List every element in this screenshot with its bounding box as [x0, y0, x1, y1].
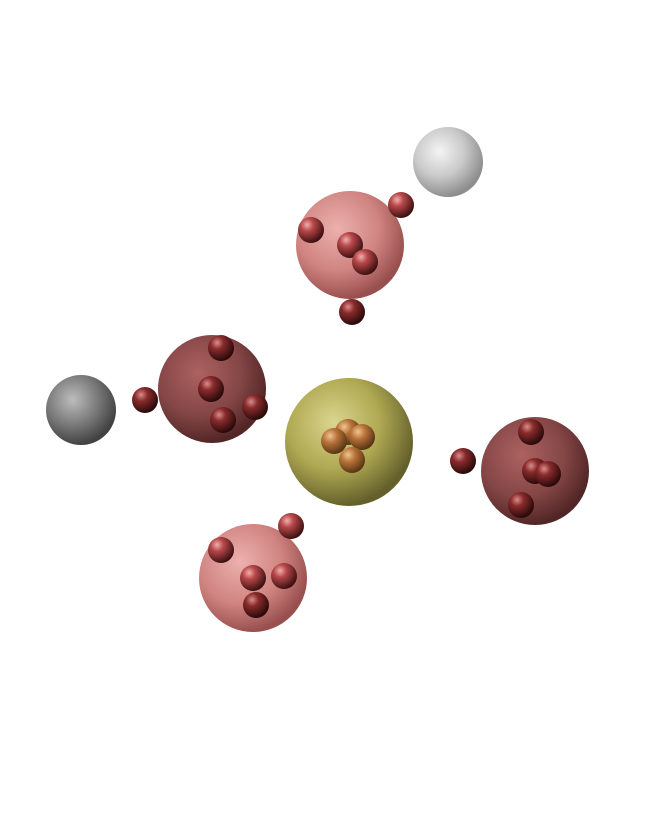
cluster-bottom	[199, 513, 307, 632]
cluster-center-nucleus	[349, 424, 375, 450]
cluster-bottom-particle	[208, 537, 234, 563]
cluster-top-particle	[352, 249, 378, 275]
cluster-left-particle	[242, 394, 268, 420]
cluster-right-particle	[535, 461, 561, 487]
satellite-particle	[132, 387, 158, 413]
gray-sphere-top-right	[413, 127, 483, 197]
gray-sphere-left	[46, 375, 116, 445]
cluster-center	[285, 378, 413, 506]
cluster-center-nucleus	[339, 447, 365, 473]
cluster-top-particle	[298, 217, 324, 243]
satellite-particle	[388, 192, 414, 218]
cluster-bottom-particle	[240, 565, 266, 591]
cluster-left-particle	[210, 407, 236, 433]
cluster-top-particle	[337, 232, 363, 258]
cluster-bottom-particle	[271, 563, 297, 589]
satellite-particle	[450, 448, 476, 474]
cluster-left-particle	[208, 335, 234, 361]
cluster-center-nucleus	[321, 428, 347, 454]
cluster-bottom-particle	[243, 592, 269, 618]
satellite-particle	[339, 299, 365, 325]
cluster-left	[132, 335, 268, 443]
cluster-right	[450, 417, 589, 525]
cluster-right-particle	[518, 419, 544, 445]
cluster-left-particle	[198, 376, 224, 402]
cluster-right-particle	[508, 492, 534, 518]
cluster-top	[296, 191, 414, 325]
satellite-particle	[278, 513, 304, 539]
